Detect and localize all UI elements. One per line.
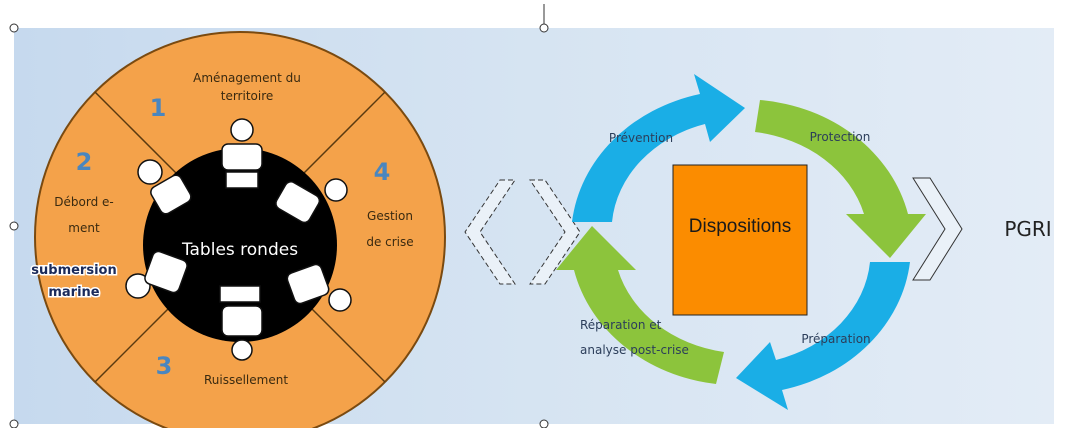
handle-bottom-left[interactable] [9, 419, 19, 428]
table-label: Tables rondes [181, 240, 298, 260]
protection-arrow [755, 100, 926, 258]
round-table-circle: Tables rondes 1 Aménagement du territoir… [30, 31, 446, 428]
bidirectional-chevrons [464, 179, 581, 285]
chevron-left-icon [464, 179, 516, 285]
reparation-label-line-2: analyse post-crise [580, 343, 689, 357]
quadrant-4-label-line-1: Gestion [367, 209, 413, 223]
quadrant-1-label-line-1: Aménagement du [193, 71, 301, 85]
handle-top[interactable] [539, 23, 549, 33]
reparation-label-line-1: Réparation et [580, 318, 662, 332]
quadrant-3-number: 3 [156, 352, 173, 380]
protection-label: Protection [810, 130, 871, 144]
pgri-label: PGRI [1004, 217, 1051, 241]
chevron-right-icon [912, 177, 963, 281]
quadrant-2-label-line-2: ment [68, 221, 100, 235]
overlay-label-line-1: submersion [31, 263, 116, 278]
prevention-label: Prévention [609, 131, 673, 145]
person-icon [221, 118, 263, 189]
person-icon [137, 159, 192, 215]
person-icon [219, 285, 263, 361]
overlay-label-line-2: marine [48, 285, 99, 300]
person-icon [125, 250, 188, 299]
dispositions-label: Dispositions [689, 216, 791, 237]
quadrant-4-number: 4 [374, 158, 391, 186]
chevron-right-icon [529, 179, 581, 285]
selection-handles[interactable] [9, 4, 549, 428]
prevention-arrow [572, 74, 745, 222]
handle-top-left[interactable] [9, 23, 19, 33]
quadrant-2-label-line-1: Débord e- [54, 195, 113, 209]
person-icon [286, 263, 352, 312]
preparation-arrow [736, 262, 910, 410]
quadrant-4-label-line-2: de crise [366, 235, 413, 249]
quadrant-2-number: 2 [76, 148, 93, 176]
risk-cycle: Dispositions Prévention Protection Prépa… [556, 74, 926, 410]
handle-left[interactable] [9, 221, 19, 231]
quadrant-1-number: 1 [150, 94, 167, 122]
reparation-arrow [556, 226, 724, 384]
quadrant-1-label-line-2: territoire [221, 89, 274, 103]
quadrant-3-label: Ruissellement [204, 373, 288, 387]
handle-bottom[interactable] [539, 419, 549, 428]
preparation-label: Préparation [801, 332, 870, 346]
person-icon [275, 178, 348, 224]
dispositions-box [672, 164, 808, 316]
